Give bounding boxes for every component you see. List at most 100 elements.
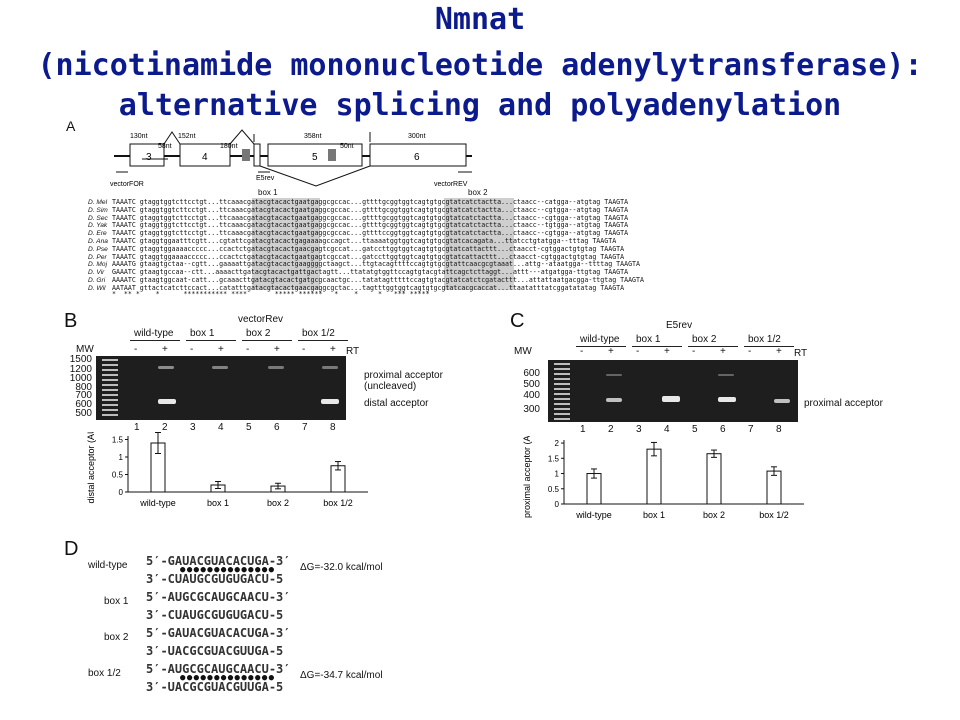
c-lane-7: 7 <box>748 424 754 435</box>
b-lane-3: 3 <box>190 422 196 433</box>
b-ladder-rung <box>102 389 118 391</box>
c-band-lane6-upper <box>718 374 734 376</box>
box-1-label: box 1 <box>258 188 278 197</box>
duplex-top-strand: 5′-AUGCGCAUGCAACU-3′ <box>146 590 291 604</box>
c-lane-5: 5 <box>692 424 698 435</box>
primer-vectorfor-label: vectorFOR <box>110 181 144 188</box>
c-ladder-rung <box>554 378 570 380</box>
b-mw-1500: 1500 <box>69 354 92 365</box>
panel-c-mw-label: MW <box>514 346 532 357</box>
c-group-2: box 2 <box>692 334 717 345</box>
b-mw-800: 800 <box>75 382 92 393</box>
alignment-row: TAAATC gtaggtggtcttcctgt...ttcaaacgatacg… <box>112 213 629 222</box>
panel-b-primer-label: vectorRev <box>238 314 284 325</box>
exon-58nt-box <box>253 143 261 167</box>
c-band-lane4 <box>662 396 680 402</box>
panel-d-letter: D <box>64 538 79 560</box>
b-mw-600: 600 <box>75 399 92 410</box>
x-tick-label: wild-type <box>575 510 612 520</box>
b-mw-1200: 1200 <box>69 364 92 375</box>
c-group-line-0 <box>576 346 626 347</box>
species-d-ere: D. Ere <box>88 230 107 238</box>
panel-b-gel <box>96 356 346 420</box>
c-rt-sign-5: + <box>720 346 726 357</box>
b-group-0: wild-type <box>134 328 174 339</box>
c-rt-sign-6: - <box>748 346 752 357</box>
b-lane-7: 7 <box>302 422 308 433</box>
b-ladder-rung <box>102 359 118 361</box>
c-rt-sign-3: + <box>664 346 670 357</box>
b-label-uncleaved: (uncleaved) <box>364 381 417 392</box>
b-band-lane2-distal <box>158 399 176 404</box>
gene-structure-diagram: 3 4 5 6 130nt 152nt 58nt 180nt 358nt 50n… <box>110 129 472 188</box>
exon-5-box <box>267 143 363 167</box>
c-lane-3: 3 <box>636 424 642 435</box>
species-d-gri: D. Gri <box>88 277 106 284</box>
c-band-lane2 <box>606 398 622 402</box>
b-lane-2: 2 <box>162 422 168 433</box>
alignment-row: TAAATC gtaggtggtcttcctgt...ttcaaacgatacg… <box>112 198 629 206</box>
c-ladder-rung <box>554 363 570 365</box>
c-label-proximal: proximal acceptor <box>804 398 883 409</box>
c-ladder-rung <box>554 408 570 410</box>
panel-b-mw-label: MW <box>76 344 94 355</box>
b-ladder-rung <box>102 399 118 401</box>
b-rt-sign-6: - <box>302 344 306 355</box>
exon-size-130: 130nt <box>130 133 148 140</box>
y-tick-label: 1 <box>555 470 560 479</box>
c-rt-sign-4: - <box>692 346 696 357</box>
duplex-bottom-strand: 3′-CUAUGCGUGUGACU-5 <box>146 572 284 586</box>
c-rt-sign-0: - <box>580 346 584 357</box>
splice-arc-3 <box>259 165 371 187</box>
c-ladder-rung <box>554 393 570 395</box>
b-rt-sign-2: - <box>190 344 194 355</box>
species-d-sim: D. Sim <box>88 206 108 214</box>
exon-size-358: 358nt <box>304 133 322 140</box>
panel-c-letter: C <box>510 310 525 332</box>
c-ladder-rung <box>554 418 570 420</box>
alignment-row: TAAATC gtaggtggaatttcgtt...cgtattcgatacg… <box>112 237 617 245</box>
b-mw-1000: 1000 <box>69 373 92 384</box>
c-band-lane8 <box>774 399 790 403</box>
c-lane-2: 2 <box>608 424 614 435</box>
duplex-name-3: box 1/2 <box>88 668 121 679</box>
exon-4-box <box>179 143 231 167</box>
b-ladder-rung <box>102 379 118 381</box>
duplex-bottom-strand: 3′-UACGCGUACGUUGA-5 <box>146 680 284 694</box>
species-d-per: D. Per <box>88 253 107 261</box>
box-1-marker <box>242 149 250 161</box>
splice-arc-1 <box>163 131 181 145</box>
exon-size-152: 152nt <box>178 133 196 140</box>
x-tick-label: wild-type <box>139 498 176 508</box>
panel-a-letter: A <box>66 118 76 134</box>
c-group-3: box 1/2 <box>748 334 781 345</box>
b-rt-sign-3: + <box>218 344 224 355</box>
alignment-row: TAAATC gtaggtggaaaaccccc...ccactctgatacg… <box>112 244 625 253</box>
c-group-1: box 1 <box>636 334 661 345</box>
x-tick-label: box 1/2 <box>323 498 353 508</box>
b-group-line-0 <box>130 340 180 341</box>
species-d-mel: D. Mel <box>88 199 108 206</box>
panel-b-rt-label: RT <box>346 346 360 357</box>
x-tick-label: box 1 <box>643 510 665 520</box>
c-group-0: wild-type <box>580 334 620 345</box>
b-lane-1: 1 <box>134 422 140 433</box>
alignment-row: TAAATC gtaggtggaaaaccccc...ccactctgatacg… <box>112 252 625 261</box>
c-ladder-rung <box>554 398 570 400</box>
alignment-row: TAAATC gtaggtggtcttcctgt...ttcaaacgatacg… <box>112 221 629 230</box>
y-tick-label: 0 <box>555 500 560 509</box>
alignment-row: GAAATC gtaagtgccaa--ctt...aaaacttgatacgt… <box>112 268 629 277</box>
b-rt-sign-4: - <box>246 344 250 355</box>
c-mw-400: 400 <box>523 390 540 401</box>
duplex-top-strand: 5′-GAUACGUACACUGA-3′ <box>146 626 291 640</box>
bar-box-2 <box>706 453 722 505</box>
c-ladder-rung <box>554 403 570 405</box>
c-mw-600: 600 <box>523 368 540 379</box>
c-lane-6: 6 <box>720 424 726 435</box>
b-ladder-rung <box>102 364 118 366</box>
primer-vectorrev-label: vectorREV <box>434 181 468 188</box>
b-ladder-rung <box>102 384 118 386</box>
b-group-line-2 <box>242 340 292 341</box>
